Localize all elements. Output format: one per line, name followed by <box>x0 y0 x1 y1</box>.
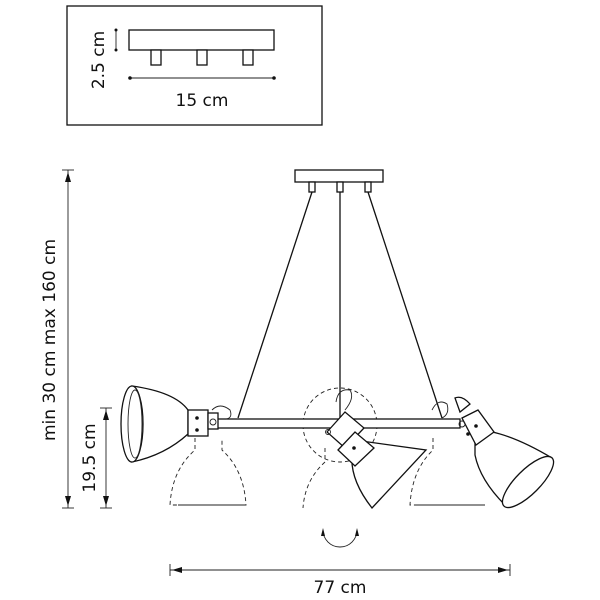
overall-height-dimension <box>62 169 74 509</box>
left-lamp <box>120 385 232 463</box>
right-lamp <box>431 396 555 509</box>
canopy-height-label: 2.5 cm <box>89 31 109 89</box>
shade-height-label: 19.5 cm <box>80 423 100 492</box>
rotation-arrow-icon <box>321 528 359 548</box>
suspension-wires <box>237 191 443 420</box>
center-lamp <box>325 389 428 509</box>
overall-height-label: min 30 cm max 160 cm <box>40 239 60 441</box>
shade-height-dimension <box>100 407 112 509</box>
canopy-detail-box: 2.5 cm 15 cm <box>66 5 323 126</box>
canopy-height-dimension <box>114 28 118 52</box>
alternate-position-outlines <box>169 387 485 509</box>
overall-width-dimension <box>169 564 511 576</box>
overall-width-label: 77 cm <box>314 578 367 598</box>
canopy-width-dimension <box>128 76 276 80</box>
ceiling-canopy <box>294 169 384 193</box>
canopy-width-label: 15 cm <box>176 91 229 111</box>
canopy-plate <box>128 29 275 51</box>
